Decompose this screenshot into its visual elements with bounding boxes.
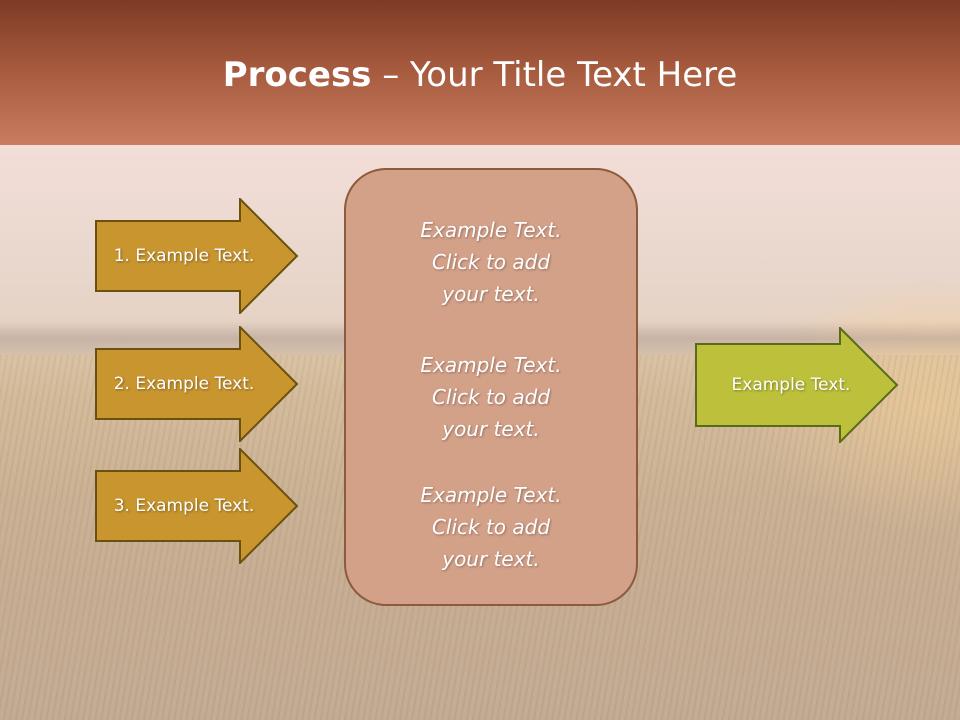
- result-arrow[interactable]: Example Text.: [695, 327, 899, 443]
- title-bold: Process: [222, 55, 372, 95]
- slide-title: Process – Your Title Text Here: [0, 52, 960, 98]
- arrow-shape: [95, 448, 299, 564]
- block-line: Click to add: [431, 385, 551, 409]
- arrow-shape: [695, 327, 899, 443]
- center-content-box[interactable]: Example Text. Click to add your text. Ex…: [344, 168, 638, 606]
- step-label-2: 2. Example Text.: [113, 374, 255, 394]
- text-block-2: Example Text. Click to add your text.: [346, 349, 636, 445]
- arrow-shape: [95, 326, 299, 442]
- result-label: Example Text.: [731, 375, 851, 395]
- text-block-1: Example Text. Click to add your text.: [346, 214, 636, 310]
- block-line: Example Text.: [420, 218, 562, 242]
- block-line: Click to add: [431, 250, 551, 274]
- block-line: your text.: [442, 547, 540, 571]
- block-line: your text.: [442, 282, 540, 306]
- step-arrow-1[interactable]: 1. Example Text.: [95, 198, 299, 314]
- arrow-shape: [95, 198, 299, 314]
- step-arrow-2[interactable]: 2. Example Text.: [95, 326, 299, 442]
- block-line: your text.: [442, 417, 540, 441]
- text-block-3: Example Text. Click to add your text.: [346, 479, 636, 575]
- block-line: Click to add: [431, 515, 551, 539]
- block-line: Example Text.: [420, 483, 562, 507]
- step-arrow-3[interactable]: 3. Example Text.: [95, 448, 299, 564]
- step-label-3: 3. Example Text.: [113, 496, 255, 516]
- title-rest: – Your Title Text Here: [371, 55, 738, 95]
- step-label-1: 1. Example Text.: [113, 246, 255, 266]
- title-bar: Process – Your Title Text Here: [0, 0, 960, 145]
- block-line: Example Text.: [420, 353, 562, 377]
